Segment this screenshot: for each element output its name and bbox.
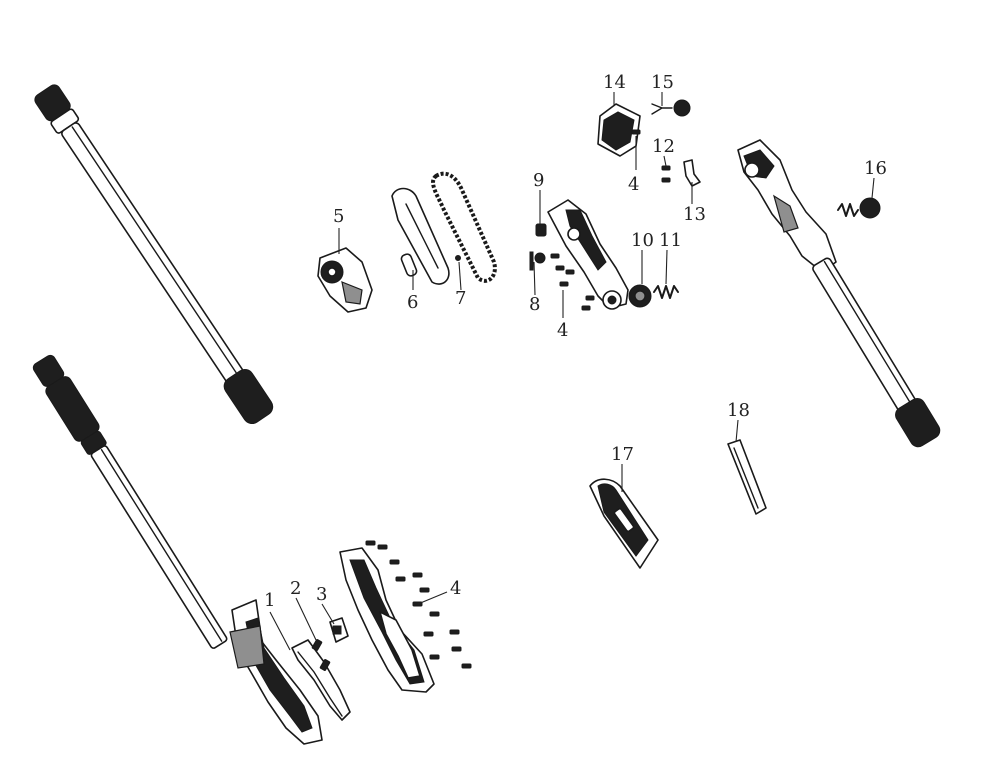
part-11-spring (653, 285, 679, 299)
part-7-saw-chain (431, 171, 497, 283)
callout-15: 15 (651, 72, 674, 93)
part-15-oil-cap (651, 99, 691, 117)
callout-4-upper: 4 (628, 174, 639, 195)
callout-11: 11 (659, 230, 682, 251)
part-3-switch (329, 617, 349, 643)
part-16-gear (837, 197, 881, 219)
part-1-handle-cover (291, 639, 351, 721)
callout-8: 8 (529, 294, 540, 315)
callout-3: 3 (316, 584, 327, 605)
callout-10: 10 (631, 230, 654, 251)
callout-7: 7 (455, 288, 466, 309)
part-9-spring (535, 223, 547, 237)
part-17-bar-cover (589, 478, 659, 569)
leader-lines (269, 92, 875, 651)
callout-labels: 1 2 3 4 5 6 7 8 9 10 11 12 13 14 15 16 1… (264, 72, 887, 611)
part-12-screws (661, 165, 671, 183)
extension-pole (34, 84, 274, 425)
callout-13: 13 (683, 204, 706, 225)
part-18-wrench (727, 439, 767, 515)
callout-4-lower: 4 (450, 578, 461, 599)
callout-5: 5 (333, 206, 344, 227)
callout-17: 17 (611, 444, 634, 465)
callout-18: 18 (727, 400, 750, 421)
callout-14: 14 (603, 72, 626, 93)
part-8-nut (529, 251, 546, 271)
callout-1: 1 (264, 590, 275, 611)
callout-9: 9 (533, 170, 544, 191)
callout-6: 6 (407, 292, 418, 313)
callout-2: 2 (290, 578, 301, 599)
part-10-gear (628, 284, 652, 308)
handle-housing-half (339, 547, 435, 693)
screws-center (550, 253, 595, 311)
handle-pole (32, 354, 323, 745)
part-13-clip (683, 159, 701, 187)
screws-lower (365, 540, 472, 669)
part-14-oil-tank (597, 103, 641, 157)
part-6-guide-bar (391, 187, 450, 285)
callout-12: 12 (652, 136, 675, 157)
callout-4-center: 4 (557, 320, 568, 341)
part-2-trigger (311, 639, 331, 671)
callout-16: 16 (864, 158, 887, 179)
gear-housing (547, 199, 629, 310)
assembled-pole-right (737, 139, 941, 448)
screw-4-upper (631, 129, 641, 135)
part-5-sprocket-cover (317, 247, 373, 313)
